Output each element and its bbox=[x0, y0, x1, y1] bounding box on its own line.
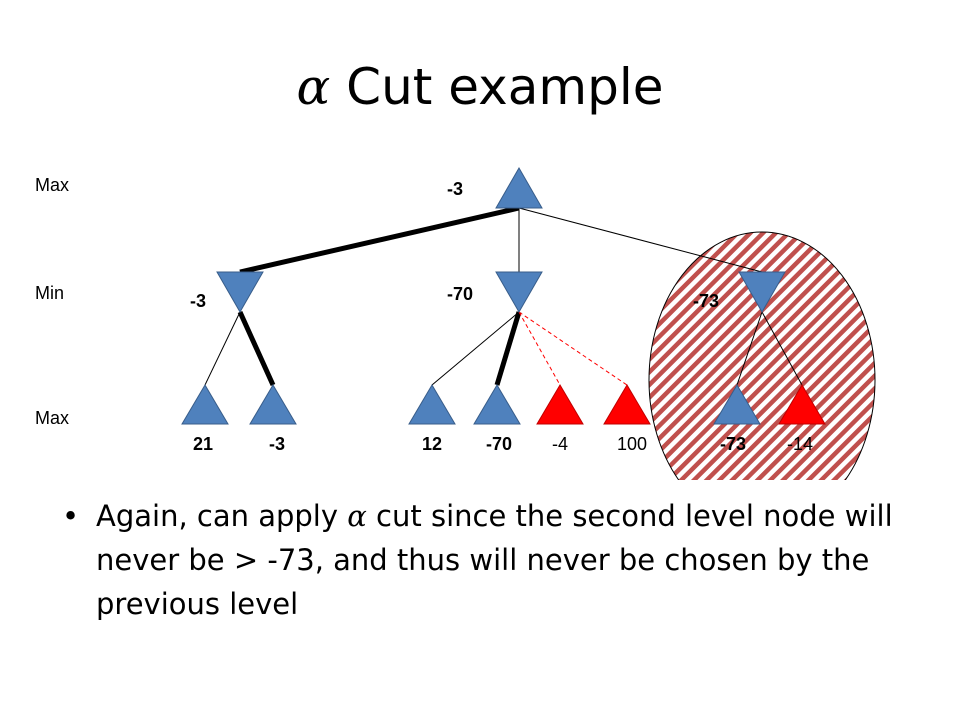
edge-min3-leaf8 bbox=[761, 311, 803, 386]
leaf-node-2 bbox=[249, 384, 297, 425]
leaf5-value-label: -4 bbox=[552, 434, 568, 454]
minimax-tree-diagram: -3 -3 -70 -73 21 -3 12 -70 -4 100 -73 -1… bbox=[181, 166, 876, 480]
leaf-node-1 bbox=[181, 384, 229, 425]
leaf-node-8-pruned bbox=[778, 384, 826, 425]
bullet-alpha-symbol: α bbox=[347, 499, 367, 533]
edge-min2-leaf4 bbox=[494, 311, 522, 386]
min-node-3 bbox=[738, 271, 786, 314]
min3-value-label: -73 bbox=[693, 291, 719, 311]
edge-min3-leaf7 bbox=[736, 311, 763, 386]
min1-value-label: -3 bbox=[190, 291, 206, 311]
slide-title: α Cut example bbox=[0, 58, 960, 116]
edge-root-min3 bbox=[518, 207, 763, 273]
edge-min1-leaf2 bbox=[237, 310, 276, 387]
leaf8-value-label: -14 bbox=[787, 434, 813, 454]
root-max-node bbox=[495, 166, 543, 209]
min2-value-label: -70 bbox=[447, 284, 473, 304]
edge-root-min1 bbox=[239, 205, 520, 275]
leaf7-value-label: -73 bbox=[720, 434, 746, 454]
leaf-node-5-pruned bbox=[536, 384, 584, 425]
level-label-min: Min bbox=[35, 283, 65, 303]
title-text: Cut example bbox=[330, 58, 664, 116]
edge-min1-leaf1 bbox=[204, 311, 241, 386]
leaf-node-7 bbox=[713, 384, 761, 425]
leaf1-value-label: 21 bbox=[193, 434, 213, 454]
leaf-node-4 bbox=[473, 384, 521, 425]
leaf-node-3 bbox=[408, 384, 456, 425]
level-label-max-top: Max bbox=[35, 175, 70, 195]
leaf-node-6-pruned bbox=[603, 384, 651, 425]
bullet-point: • Again, can apply α cut since the secon… bbox=[62, 494, 902, 626]
leaf2-value-label: -3 bbox=[269, 434, 285, 454]
bullet-dot-icon: • bbox=[62, 499, 80, 533]
min-node-2 bbox=[495, 271, 543, 314]
leaf3-value-label: 12 bbox=[422, 434, 442, 454]
leaf4-value-label: -70 bbox=[486, 434, 512, 454]
edge-min2-leaf6-pruned bbox=[518, 311, 628, 386]
root-value-label: -3 bbox=[447, 179, 463, 199]
alpha-cut-region bbox=[648, 231, 876, 480]
alpha-symbol: α bbox=[296, 58, 331, 116]
level-label-max-bottom: Max bbox=[35, 408, 70, 428]
min-node-1 bbox=[216, 271, 264, 314]
bullet-text-part2: cut since the second level node will nev… bbox=[96, 499, 893, 621]
leaf6-value-label: 100 bbox=[617, 434, 647, 454]
edge-min2-leaf3 bbox=[431, 311, 520, 386]
bullet-text: Again, can apply α cut since the second … bbox=[96, 494, 902, 626]
bullet-text-part1: Again, can apply bbox=[96, 499, 348, 533]
edge-min2-leaf5-pruned bbox=[518, 311, 561, 386]
